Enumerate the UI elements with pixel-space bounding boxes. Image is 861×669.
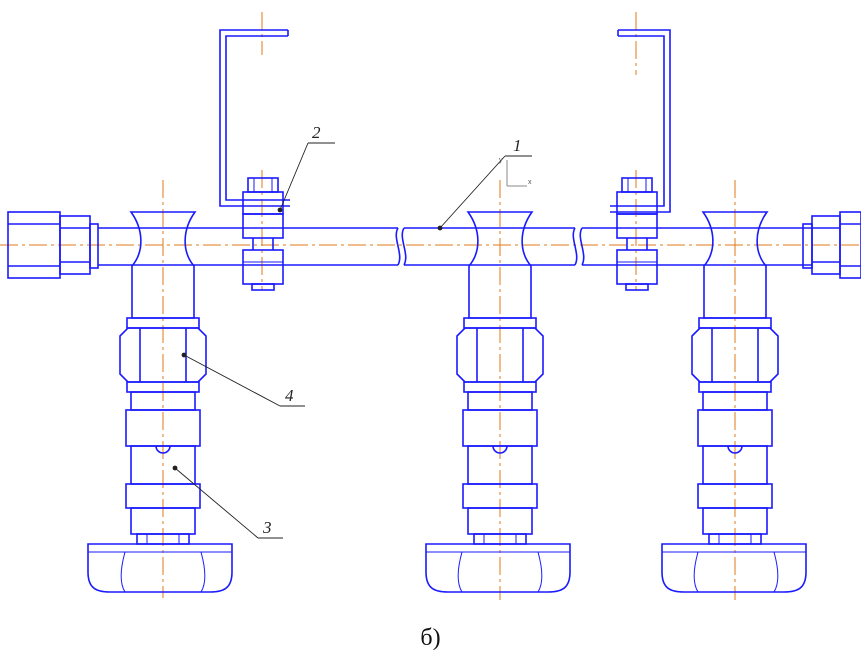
clamp-bolt-right bbox=[616, 177, 658, 291]
callout-1: 1 bbox=[513, 136, 522, 155]
figure-caption: б) bbox=[420, 625, 441, 651]
ucs-y-label: y bbox=[499, 157, 503, 164]
valve-assembly-right bbox=[661, 211, 807, 593]
callouts: 1 2 3 4 bbox=[262, 123, 522, 537]
callout-3: 3 bbox=[262, 518, 272, 537]
ucs-x-label: x bbox=[528, 179, 532, 186]
manifold-pipe bbox=[98, 227, 812, 266]
bracket-left bbox=[219, 29, 290, 207]
clamp-bolt-left bbox=[242, 177, 284, 291]
valve-assembly-middle bbox=[425, 211, 571, 593]
right-end-fitting bbox=[802, 211, 861, 279]
ucs-axis-mark: y x bbox=[499, 157, 532, 187]
callout-4: 4 bbox=[285, 386, 294, 405]
centerlines bbox=[0, 12, 861, 600]
valve-assembly-left bbox=[87, 211, 233, 593]
left-end-fitting bbox=[7, 211, 99, 279]
leader-lines bbox=[172, 142, 532, 539]
bracket-right bbox=[610, 29, 671, 213]
callout-2: 2 bbox=[312, 123, 321, 142]
